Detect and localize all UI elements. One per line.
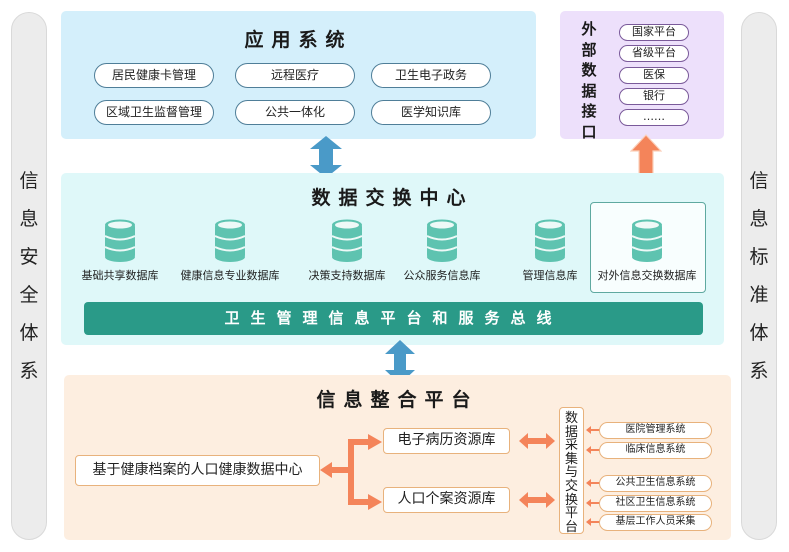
ext-item-provincial-platform[interactable]: 省级平台 [619, 45, 689, 62]
pillar-char: 系 [19, 360, 39, 382]
database-icon [631, 219, 663, 262]
emr-resource-library[interactable]: 电子病历资源库 [383, 428, 510, 454]
branch-arrow-icon [320, 434, 382, 510]
small-bidirectional-arrow-icon [586, 499, 608, 507]
platform-char: 换 [564, 492, 578, 508]
health-management-service-bus[interactable]: 卫生管理信息平台和服务总线 [84, 302, 703, 335]
pillar-char: 息 [19, 208, 39, 230]
ext-item-national-platform[interactable]: 国家平台 [619, 24, 689, 41]
bidirectional-arrow-icon [519, 492, 555, 508]
database-external-exchange[interactable]: 对外信息交换数据库 [587, 219, 707, 283]
data-exchange-center-title: 数据交换中心 [311, 187, 474, 209]
info-integration-platform-panel: 信息整合平台 基于健康档案的人口健康数据中心 电子病历资源库 人口个案资源库 数… [64, 375, 731, 540]
population-case-resource-library[interactable]: 人口个案资源库 [383, 487, 510, 513]
pillar-char: 信 [19, 170, 39, 192]
database-label: 健康信息专业数据库 [180, 269, 280, 282]
database-label: 管理信息库 [522, 269, 578, 282]
database-icon [534, 219, 566, 262]
title-char: 部 [581, 40, 597, 59]
source-grassroots-staff-collection[interactable]: 基层工作人员采集 [599, 514, 712, 531]
pillar-char: 体 [19, 322, 39, 344]
application-system-panel: 应用系统 居民健康卡管理 远程医疗 卫生电子政务 区域卫生监督管理 公共一体化 … [61, 11, 536, 139]
database-label: 基础共享数据库 [81, 269, 159, 282]
small-bidirectional-arrow-icon [586, 446, 608, 454]
app-item-health-supervision[interactable]: 区域卫生监督管理 [94, 100, 214, 125]
pillar-char: 准 [749, 284, 769, 306]
database-icon [214, 219, 246, 262]
external-data-interface-panel: 外 部 数 据 接 口 国家平台 省级平台 医保 银行 …… [560, 11, 724, 142]
database-label: 公众服务信息库 [403, 269, 481, 282]
platform-char: 据 [564, 424, 578, 440]
title-char: 数 [581, 61, 597, 79]
source-hospital-management-system[interactable]: 医院管理系统 [599, 422, 712, 439]
title-char: 接 [581, 102, 597, 120]
app-item-e-government[interactable]: 卫生电子政务 [371, 63, 491, 88]
external-interface-title: 外 部 数 据 接 口 [578, 19, 600, 142]
database-icon [104, 219, 136, 262]
platform-char: 集 [564, 451, 578, 467]
platform-char: 与 [564, 465, 578, 481]
database-basic-shared[interactable]: 基础共享数据库 [60, 219, 180, 283]
title-char: 外 [581, 20, 597, 38]
pillar-char: 体 [749, 322, 769, 344]
title-char: 口 [581, 122, 597, 141]
pillar-char: 标 [749, 246, 769, 268]
platform-char: 交 [564, 478, 578, 494]
small-bidirectional-arrow-icon [586, 426, 608, 434]
database-management-info[interactable]: 管理信息库 [490, 219, 610, 283]
platform-char: 台 [564, 519, 578, 535]
pillar-char: 息 [749, 208, 769, 230]
info-integration-platform-title: 信息整合平台 [316, 389, 479, 411]
info-security-system-pillar: 信 息 安 全 体 系 [11, 12, 47, 540]
database-decision-support[interactable]: 决策支持数据库 [287, 219, 407, 283]
application-system-title: 应用系统 [244, 29, 353, 51]
pillar-char: 安 [19, 246, 39, 268]
ext-item-more[interactable]: …… [619, 109, 689, 126]
ext-item-medical-insurance[interactable]: 医保 [619, 67, 689, 84]
platform-char: 数 [564, 411, 578, 426]
app-item-public-integration[interactable]: 公共一体化 [235, 100, 355, 125]
database-label: 决策支持数据库 [308, 269, 386, 282]
source-community-health-info-system[interactable]: 社区卫生信息系统 [599, 495, 712, 512]
external-exchange-db-highlight [590, 202, 706, 293]
database-health-info-professional[interactable]: 健康信息专业数据库 [170, 219, 290, 283]
small-bidirectional-arrow-icon [586, 479, 608, 487]
source-clinical-info-system[interactable]: 临床信息系统 [599, 442, 712, 459]
ext-item-bank[interactable]: 银行 [619, 88, 689, 105]
bidirectional-arrow-icon [310, 136, 342, 178]
database-public-service[interactable]: 公众服务信息库 [382, 219, 502, 283]
source-public-health-info-system[interactable]: 公共卫生信息系统 [599, 475, 712, 492]
population-health-data-center[interactable]: 基于健康档案的人口健康数据中心 [75, 455, 320, 486]
app-item-medical-knowledge[interactable]: 医学知识库 [371, 100, 491, 125]
bidirectional-arrow-icon [385, 340, 415, 384]
pillar-char: 信 [749, 170, 769, 192]
pillar-char: 系 [749, 360, 769, 382]
info-standard-system-pillar: 信 息 标 准 体 系 [741, 12, 777, 540]
pillar-char: 全 [19, 284, 39, 306]
bidirectional-arrow-icon [519, 433, 555, 449]
database-icon [426, 219, 458, 262]
platform-char: 平 [564, 506, 578, 522]
platform-char: 采 [564, 438, 578, 454]
app-item-telemedicine[interactable]: 远程医疗 [235, 63, 355, 88]
small-bidirectional-arrow-icon [586, 518, 608, 526]
database-icon [331, 219, 363, 262]
database-label: 对外信息交换数据库 [597, 269, 697, 282]
data-collection-exchange-platform[interactable]: 数 据 采 集 与 交 换 平 台 [559, 407, 584, 534]
title-char: 据 [581, 81, 597, 100]
app-item-resident-health-card[interactable]: 居民健康卡管理 [94, 63, 214, 88]
